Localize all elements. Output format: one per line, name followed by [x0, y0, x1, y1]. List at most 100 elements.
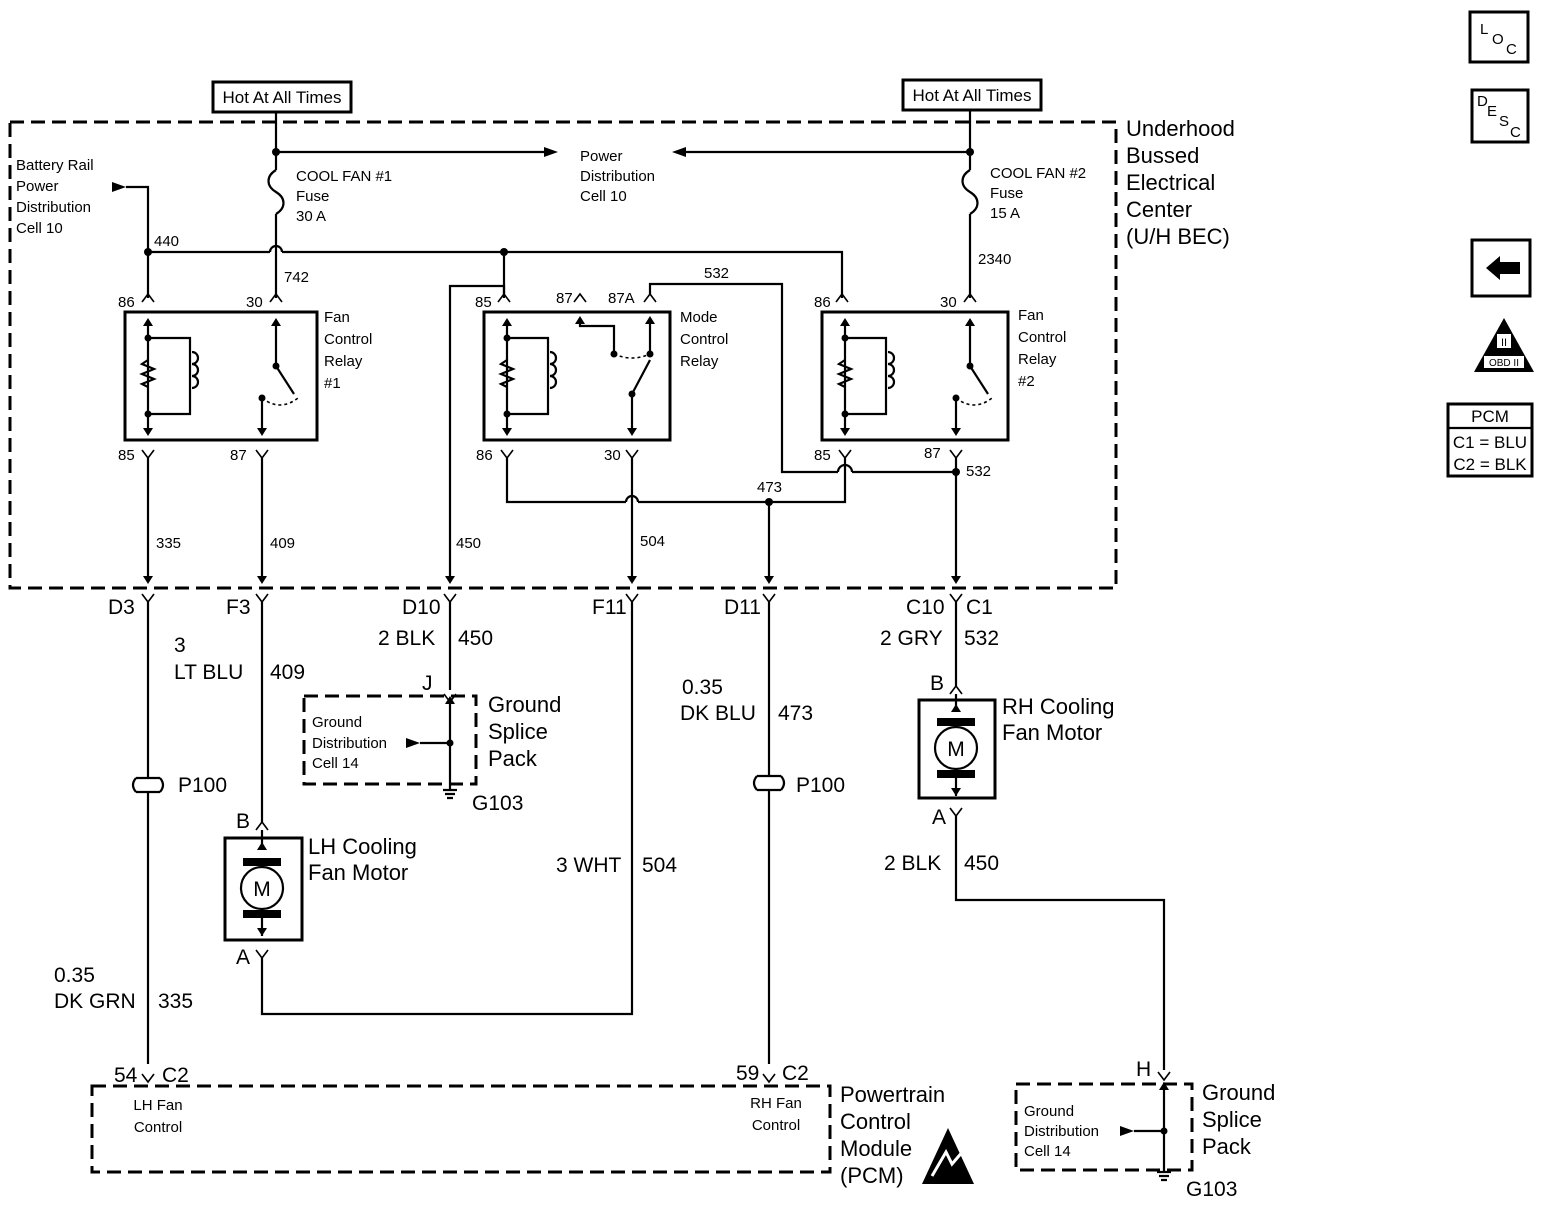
- svg-text:Fan Motor: Fan Motor: [308, 860, 408, 885]
- svg-text:Pack: Pack: [488, 746, 538, 771]
- svg-text:Mode: Mode: [680, 309, 718, 326]
- svg-text:LH Fan: LH Fan: [133, 1097, 182, 1114]
- svg-text:Hot At All Times: Hot At All Times: [222, 88, 341, 107]
- svg-text:M: M: [253, 878, 271, 901]
- back-button[interactable]: [1470, 238, 1532, 298]
- svg-text:Control: Control: [1018, 329, 1066, 346]
- svg-text:3: 3: [174, 634, 186, 657]
- svg-text:Cell 14: Cell 14: [312, 755, 359, 772]
- svg-text:Underhood: Underhood: [1126, 116, 1235, 141]
- power-distribution-label: Power Distribution Cell 10: [580, 148, 655, 205]
- arrow-left-icon: [672, 147, 686, 157]
- battery-rail-label: Battery Rail Power Distribution Cell 10: [16, 157, 94, 237]
- circuit-504: 504: [640, 533, 665, 550]
- svg-text:Splice: Splice: [488, 719, 548, 744]
- svg-text:F3: F3: [226, 596, 251, 619]
- svg-text:504: 504: [642, 854, 677, 877]
- svg-text:Fan: Fan: [324, 309, 350, 326]
- obd-ii-icon[interactable]: II OBD II: [1474, 318, 1534, 372]
- svg-text:86: 86: [476, 447, 493, 464]
- svg-text:B: B: [236, 810, 250, 833]
- svg-text:86: 86: [118, 294, 135, 311]
- ground-icon: [443, 788, 457, 800]
- svg-text:450: 450: [458, 627, 493, 650]
- ground-icon-2: [1157, 1170, 1171, 1182]
- svg-text:DK GRN: DK GRN: [54, 990, 136, 1013]
- svg-text:II: II: [1501, 337, 1507, 349]
- svg-text:15 A: 15 A: [990, 205, 1020, 222]
- cool-fan-1-fuse-icon: [267, 169, 285, 215]
- svg-text:C2: C2: [782, 1062, 809, 1085]
- rh-cooling-fan-motor: B M A RH Cooling Fan Motor: [917, 672, 1115, 829]
- bec-title: Underhood Bussed Electrical Center (U/H …: [1126, 116, 1235, 249]
- svg-text:C1: C1: [966, 596, 993, 619]
- svg-text:(PCM): (PCM): [840, 1163, 904, 1188]
- svg-text:473: 473: [778, 702, 813, 725]
- svg-text:L: L: [1480, 21, 1488, 38]
- circuit-532-top: 532: [704, 265, 729, 282]
- wire-409-label: 3 LT BLU 409: [174, 634, 305, 684]
- svg-text:Relay: Relay: [1018, 351, 1057, 368]
- svg-text:Ground: Ground: [312, 714, 362, 731]
- svg-text:Cell 10: Cell 10: [16, 220, 63, 237]
- circuit-409: 409: [270, 535, 295, 552]
- ground-dist-arrow-icon-2: [1120, 1126, 1134, 1136]
- fan-control-relay-2: 86 30 85 87 Fan Control Relay #2: [814, 292, 1066, 464]
- svg-text:Hot At All Times: Hot At All Times: [912, 86, 1031, 105]
- svg-text:Fuse: Fuse: [296, 188, 329, 205]
- underhood-bec-boundary: [8, 120, 1118, 590]
- fuse-1-label: COOL FAN #1 Fuse 30 A: [296, 168, 392, 225]
- svg-text:#2: #2: [1018, 373, 1035, 390]
- arrow-right-icon: [544, 147, 558, 157]
- circuit-335: 335: [156, 535, 181, 552]
- svg-text:2 GRY: 2 GRY: [880, 627, 943, 650]
- powertrain-control-module: 54 C2 59 C2 LH Fan Control RH Fan Contro…: [90, 1062, 974, 1188]
- svg-text:Power: Power: [16, 178, 59, 195]
- loc-button[interactable]: L O C: [1468, 10, 1530, 64]
- svg-text:C2: C2: [162, 1064, 189, 1087]
- svg-text:2 BLK: 2 BLK: [884, 852, 941, 875]
- fan-control-relay-1: 86 30 85 87 Fan Control Relay #1: [118, 292, 372, 464]
- circuit-742: 742: [284, 269, 309, 286]
- svg-text:Relay: Relay: [324, 353, 363, 370]
- fuse-2-label: COOL FAN #2 Fuse 15 A: [990, 165, 1086, 222]
- circuit-473-inner: 473: [757, 479, 782, 496]
- svg-text:P100: P100: [178, 774, 227, 797]
- splice-p100-left: P100: [131, 774, 227, 797]
- pcm-connector-legend: PCM C1 = BLU C2 = BLK: [1446, 402, 1534, 478]
- svg-text:2 BLK: 2 BLK: [378, 627, 435, 650]
- svg-text:Power: Power: [580, 148, 623, 165]
- svg-text:Module: Module: [840, 1136, 912, 1161]
- splice-p100-right: P100: [752, 774, 845, 797]
- svg-text:Control: Control: [680, 331, 728, 348]
- svg-text:Fan: Fan: [1018, 307, 1044, 324]
- circuit-2340: 2340: [978, 251, 1011, 268]
- desc-button[interactable]: D E S C: [1470, 88, 1530, 144]
- svg-text:D10: D10: [402, 596, 441, 619]
- ground-splice-pack-2: H Ground Distribution Cell 14 G103 Groun…: [1014, 1058, 1275, 1201]
- svg-text:30: 30: [940, 294, 957, 311]
- esd-warning-icon: [922, 1128, 974, 1184]
- wire-532-label: 2 GRY 532: [880, 627, 999, 650]
- svg-text:PCM: PCM: [1471, 407, 1509, 426]
- svg-text:Cell 10: Cell 10: [580, 188, 627, 205]
- svg-text:450: 450: [964, 852, 999, 875]
- svg-text:(U/H BEC): (U/H BEC): [1126, 224, 1230, 249]
- svg-text:87A: 87A: [608, 290, 635, 307]
- ground-splice-pack-1: Ground Distribution Cell 14 G103 Ground …: [302, 692, 561, 815]
- svg-text:30: 30: [246, 294, 263, 311]
- svg-text:87: 87: [230, 447, 247, 464]
- svg-text:532: 532: [964, 627, 999, 650]
- svg-text:Splice: Splice: [1202, 1107, 1262, 1132]
- wire-473-label: 0.35 DK BLU 473: [680, 676, 813, 725]
- svg-text:Battery Rail: Battery Rail: [16, 157, 94, 174]
- svg-text:Ground: Ground: [1024, 1103, 1074, 1120]
- svg-text:Cell 14: Cell 14: [1024, 1143, 1071, 1160]
- svg-text:P100: P100: [796, 774, 845, 797]
- svg-text:B: B: [930, 672, 944, 695]
- svg-text:85: 85: [814, 447, 831, 464]
- svg-text:Powertrain: Powertrain: [840, 1082, 945, 1107]
- svg-text:D3: D3: [108, 596, 135, 619]
- svg-text:COOL FAN #2: COOL FAN #2: [990, 165, 1086, 182]
